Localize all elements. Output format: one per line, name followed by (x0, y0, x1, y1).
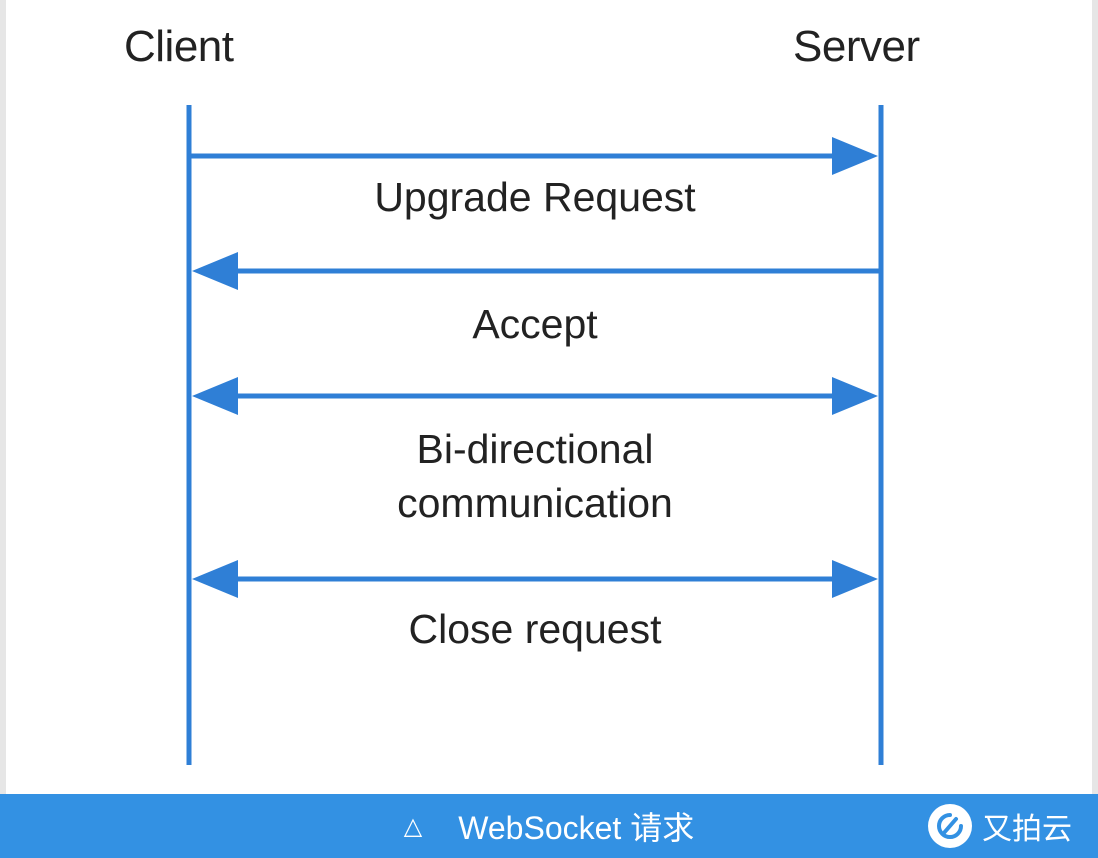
sequence-diagram (186, 105, 884, 765)
upgrade-request-arrowhead (832, 137, 878, 175)
bidirectional-arrowhead-right (832, 377, 878, 415)
bidirectional-arrowhead-left (192, 377, 238, 415)
caption: △ WebSocket 请求 (0, 794, 1098, 858)
server-label: Server (793, 22, 920, 71)
upgrade-request-label: Upgrade Request (374, 174, 696, 220)
close-arrowhead-right (832, 560, 878, 598)
brand: 又拍云 (928, 794, 1072, 858)
brand-name: 又拍云 (982, 813, 1072, 846)
bidirectional-label-line2: communication (397, 480, 673, 526)
close-request-label: Close request (408, 606, 662, 652)
triangle-icon: △ (403, 812, 423, 840)
bidirectional-label-line1: Bi-directional (416, 426, 654, 472)
close-arrowhead-left (192, 560, 238, 598)
frame-edge-left (0, 0, 6, 794)
accept-arrowhead (192, 252, 238, 290)
frame-edge-right (1092, 0, 1098, 794)
client-label: Client (124, 22, 234, 71)
upyun-logo-icon (928, 804, 972, 848)
caption-text: WebSocket 请求 (458, 810, 695, 846)
caption-bar: △ WebSocket 请求 又拍云 (0, 794, 1098, 858)
accept-label: Accept (472, 301, 598, 347)
